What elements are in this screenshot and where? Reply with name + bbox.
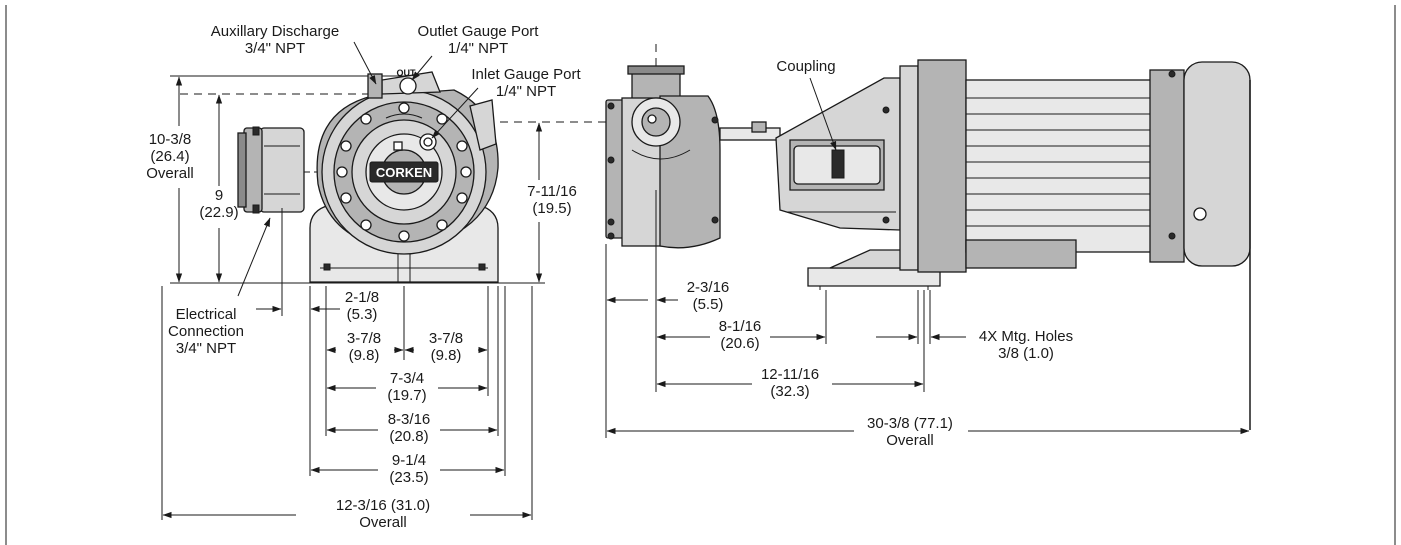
- svg-text:3/4" NPT: 3/4" NPT: [176, 340, 236, 357]
- dim-mtg-holes: 4X Mtg. Holes 3/8 (1.0): [876, 328, 1073, 362]
- dim-2-3-16: 2-3/16 (5.5): [606, 279, 730, 313]
- dim-height-inlet: 7-11/16 (19.5): [527, 122, 577, 283]
- dim-12-11-16: 12-11/16 (32.3): [656, 366, 924, 400]
- dim-3-7-8-right: 3-7/8 (9.8): [404, 330, 488, 364]
- svg-text:8-1/16: 8-1/16: [719, 318, 762, 335]
- svg-text:1/4" NPT: 1/4" NPT: [496, 83, 556, 100]
- svg-text:(20.6): (20.6): [720, 335, 759, 352]
- svg-text:Overall: Overall: [359, 514, 407, 531]
- svg-text:7-3/4: 7-3/4: [390, 370, 424, 387]
- front-extension-lines: [161, 208, 533, 520]
- svg-text:10-3/8: 10-3/8: [149, 131, 192, 148]
- svg-text:4X Mtg. Holes: 4X Mtg. Holes: [979, 328, 1073, 345]
- svg-text:Connection: Connection: [168, 323, 244, 340]
- svg-text:9-1/4: 9-1/4: [392, 452, 426, 469]
- dim-2-1-8: 2-1/8 (5.3): [256, 289, 379, 323]
- motor-fins: [966, 97, 1180, 227]
- svg-text:Overall: Overall: [146, 165, 194, 182]
- callout-coupling: Coupling: [776, 58, 837, 151]
- svg-text:12-11/16: 12-11/16: [761, 366, 819, 383]
- svg-text:12-3/16 (31.0): 12-3/16 (31.0): [336, 497, 430, 514]
- svg-text:Inlet Gauge Port: Inlet Gauge Port: [471, 66, 581, 83]
- svg-text:2-3/16: 2-3/16: [687, 279, 730, 296]
- front-view-pump: CORKEN OUT IN: [170, 68, 606, 284]
- dim-8-3-16: 8-3/16 (20.8): [326, 411, 498, 445]
- svg-text:3-7/8: 3-7/8: [347, 330, 381, 347]
- svg-text:(5.5): (5.5): [693, 296, 724, 313]
- svg-text:Coupling: Coupling: [776, 58, 835, 75]
- svg-text:30-3/8 (77.1): 30-3/8 (77.1): [867, 415, 953, 432]
- svg-text:(26.4): (26.4): [150, 148, 189, 165]
- dim-12-3-16: 12-3/16 (31.0) Overall: [162, 497, 532, 531]
- svg-text:3/4" NPT: 3/4" NPT: [245, 40, 305, 57]
- svg-text:8-3/16: 8-3/16: [388, 411, 431, 428]
- dim-overall-height: 10-3/8 (26.4) Overall: [146, 76, 194, 283]
- svg-text:(9.8): (9.8): [431, 347, 462, 364]
- svg-text:(5.3): (5.3): [347, 306, 378, 323]
- svg-text:3/8 (1.0): 3/8 (1.0): [998, 345, 1054, 362]
- svg-text:(19.5): (19.5): [532, 200, 571, 217]
- svg-text:(19.7): (19.7): [387, 387, 426, 404]
- brand-mark: CORKEN: [376, 165, 432, 180]
- dim-9-1-4: 9-1/4 (23.5): [310, 452, 505, 486]
- svg-text:Electrical: Electrical: [176, 306, 237, 323]
- svg-text:(23.5): (23.5): [389, 469, 428, 486]
- side-view-assembly: [605, 44, 1251, 430]
- callout-electrical-connection: Electrical Connection 3/4" NPT: [168, 217, 271, 357]
- side-extension-lines: [605, 190, 931, 438]
- callout-inlet-gauge-port: Inlet Gauge Port 1/4" NPT: [431, 66, 581, 139]
- svg-text:Outlet Gauge Port: Outlet Gauge Port: [418, 23, 540, 40]
- svg-text:Overall: Overall: [886, 432, 934, 449]
- callout-outlet-gauge-port: Outlet Gauge Port 1/4" NPT: [411, 23, 540, 81]
- dim-3-7-8-left: 3-7/8 (9.8): [326, 330, 404, 364]
- svg-text:(32.3): (32.3): [770, 383, 809, 400]
- out-mark: OUT: [397, 68, 417, 78]
- dim-height-9: 9 (22.9): [199, 94, 239, 283]
- svg-text:3-7/8: 3-7/8: [429, 330, 463, 347]
- svg-text:(20.8): (20.8): [389, 428, 428, 445]
- svg-text:1/4" NPT: 1/4" NPT: [448, 40, 508, 57]
- svg-text:9: 9: [215, 187, 223, 204]
- dim-7-3-4: 7-3/4 (19.7): [326, 370, 488, 404]
- svg-text:7-11/16: 7-11/16: [527, 183, 577, 200]
- svg-text:(9.8): (9.8): [349, 347, 380, 364]
- flange-bolts: [336, 102, 472, 242]
- callout-aux-discharge: Auxillary Discharge 3/4" NPT: [211, 23, 377, 85]
- svg-text:(22.9): (22.9): [199, 204, 238, 221]
- svg-text:Auxillary Discharge: Auxillary Discharge: [211, 23, 339, 40]
- dim-30-3-8: 30-3/8 (77.1) Overall: [606, 415, 1250, 449]
- drawing-frame: [5, 5, 1396, 545]
- svg-text:2-1/8: 2-1/8: [345, 289, 379, 306]
- dim-8-1-16: 8-1/16 (20.6): [656, 318, 826, 352]
